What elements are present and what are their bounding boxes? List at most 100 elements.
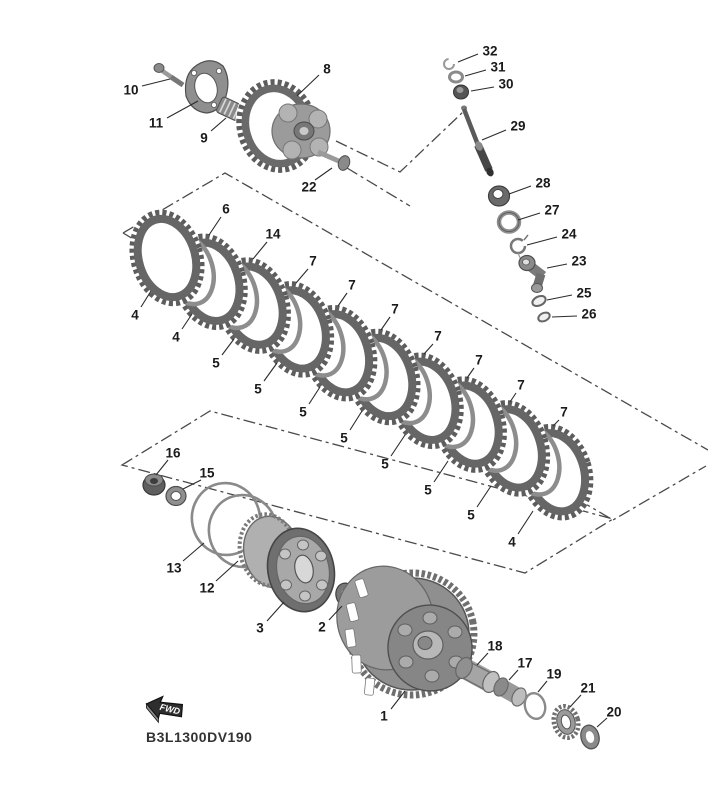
leader-line-6 [208,216,222,236]
leader-line-16 [155,459,169,476]
part-label-27: 27 [544,203,559,218]
leader-line-32 [457,53,479,63]
leader-line-13 [182,542,205,562]
fwd-arrow-icon: FWD [145,695,184,724]
part-label-1: 1 [380,709,388,724]
leader-line-23 [546,263,568,269]
part-label-5: 5 [254,382,262,397]
part-label-3: 3 [256,621,264,636]
axis-guide-lines [120,111,708,574]
leader-line-30 [470,86,495,92]
leader-line-5 [476,485,492,508]
part-8-pressure-plate [235,78,331,174]
leader-line-28 [508,185,532,195]
part-label-26: 26 [581,307,597,322]
leader-line-3 [266,601,285,622]
leader-line-25 [546,294,573,301]
leader-line-9 [210,117,227,132]
leader-line-26 [551,315,578,318]
leader-line-7 [466,367,475,379]
fwd-arrow-label: FWD [159,702,182,717]
part-label-5: 5 [424,483,432,498]
leader-line-18 [476,652,489,666]
leader-line-1 [390,690,406,710]
leader-line-15 [182,479,202,490]
part-30-nut [453,84,469,100]
part-label-25: 25 [576,286,592,301]
part-label-18: 18 [487,639,503,654]
part-label-7: 7 [434,329,442,344]
friction-plate [129,209,205,307]
leader-line-5 [433,460,449,483]
leader-line-2 [328,605,343,621]
part-label-29: 29 [510,119,525,134]
part-label-5: 5 [299,405,307,420]
part-label-7: 7 [391,302,399,317]
leader-line-14 [252,241,268,260]
part-label-20: 20 [606,705,621,720]
leader-line-5 [221,338,235,356]
part-17-spacer [493,677,527,707]
part-label-9: 9 [200,131,208,146]
part-label-22: 22 [301,180,316,195]
part-label-23: 23 [571,254,587,269]
part-label-24: 24 [561,227,577,242]
part-label-12: 12 [199,581,214,596]
part-label-5: 5 [340,431,348,446]
leader-line-21 [569,694,582,708]
part-label-4: 4 [172,330,180,345]
part-label-2: 2 [318,620,326,635]
part-32-clip [443,58,455,70]
part-10-bolt [153,63,185,88]
leader-line-12 [215,560,239,582]
leader-line-4 [181,313,193,330]
part-label-6: 6 [222,202,230,217]
part-20-washer [580,724,600,750]
part-22-bolt [317,149,351,171]
part-label-31: 31 [490,60,506,75]
part-11-lifter-plate [184,60,229,114]
part-label-21: 21 [580,681,596,696]
part-13-ring [190,481,262,557]
part-label-17: 17 [517,656,532,671]
leader-line-31 [464,69,487,77]
part-label-7: 7 [560,405,568,420]
part-16-nut [142,473,166,496]
part-label-28: 28 [535,176,551,191]
part-label-16: 16 [165,446,181,461]
leader-line-5 [263,362,278,382]
part-1-clutch-basket [336,565,478,699]
leader-line-5 [390,434,406,457]
part-label-11: 11 [149,116,164,131]
part-label-19: 19 [546,667,561,682]
part-label-7: 7 [348,278,356,293]
part-label-8: 8 [323,62,331,77]
part-28-collar [487,185,511,207]
part-labels: 1011982232313029282724232526614777777744… [123,44,622,728]
clutch-plate-stack [129,209,594,521]
part-29-push-rod [461,105,494,177]
part-25-seal [531,294,547,308]
leader-line-7 [509,392,517,403]
part-label-30: 30 [498,77,513,92]
part-23-lever [518,254,547,293]
part-label-10: 10 [123,83,138,98]
part-label-5: 5 [381,457,389,472]
part-27-ring [496,210,522,234]
leader-line-29 [481,129,507,141]
leader-line-22 [314,167,333,181]
part-label-7: 7 [475,353,483,368]
part-label-7: 7 [517,378,525,393]
leader-line-7 [552,419,560,427]
leader-line-19 [537,680,548,693]
part-21-toothed-washer [551,703,581,741]
part-label-14: 14 [265,227,281,242]
part-31-washer [448,70,464,84]
part-label-5: 5 [212,356,220,371]
leader-line-8 [296,74,320,97]
part-15-washer [165,485,187,507]
leader-line-11 [166,100,199,119]
part-label-4: 4 [131,308,139,323]
